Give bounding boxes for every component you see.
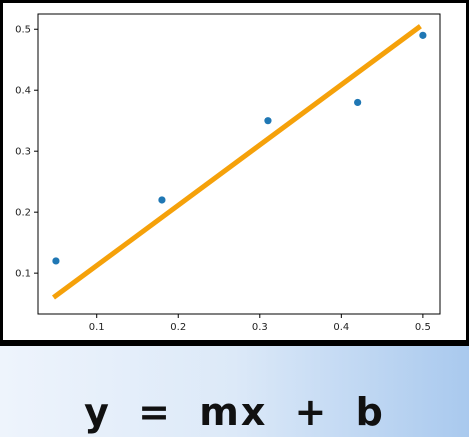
y-tick-label: 0.4 — [15, 86, 31, 97]
equation-text: y = mx + b — [84, 389, 385, 434]
data-point — [419, 31, 427, 39]
equation-panel: y = mx + b — [0, 346, 469, 437]
regression-line — [52, 24, 422, 300]
data-point — [52, 257, 60, 265]
y-tick-label: 0.2 — [15, 208, 31, 219]
x-tick-label: 0.1 — [89, 322, 105, 333]
x-tick-label: 0.2 — [170, 322, 186, 333]
y-tick-label: 0.1 — [15, 269, 31, 280]
data-point — [264, 117, 272, 125]
data-point — [354, 98, 362, 107]
scatter-plot: 0.1 0.2 0.3 0.4 0.5 0.1 0.2 0.3 0.4 0.5 — [3, 3, 466, 340]
x-tick-label: 0.5 — [415, 322, 431, 333]
plot-frame: 0.1 0.2 0.3 0.4 0.5 0.1 0.2 0.3 0.4 0.5 — [3, 3, 466, 340]
x-tick-label: 0.3 — [252, 322, 268, 333]
y-tick-label: 0.5 — [15, 25, 31, 36]
x-tick-label: 0.4 — [333, 322, 349, 333]
y-tick-label: 0.3 — [15, 147, 31, 158]
data-point — [158, 196, 166, 204]
